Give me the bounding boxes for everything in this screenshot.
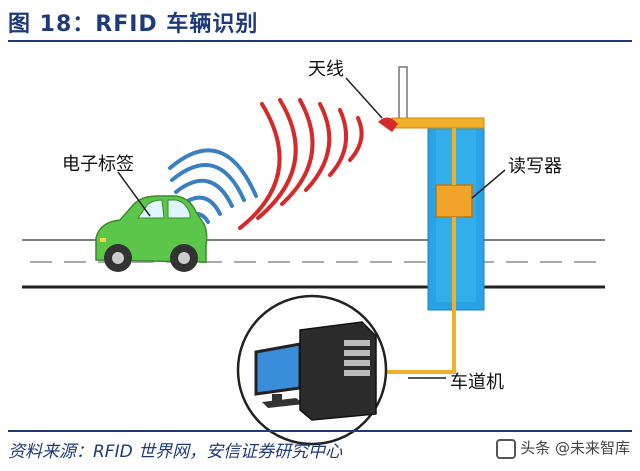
watermark: 头条 @未来智库 [496, 437, 630, 459]
computer [236, 294, 388, 446]
figure-title: 图 18：RFID 车辆识别 [8, 12, 259, 37]
antenna-emitter [378, 117, 398, 132]
antenna-waves [238, 98, 364, 230]
footer-divider [8, 430, 632, 432]
watermark-logo-icon [496, 438, 517, 459]
cable [378, 217, 456, 374]
source-note: 资料来源：RFID 世界网，安信证券研究中心 [8, 442, 343, 462]
watermark-text: 头条 @未来智库 [520, 439, 630, 457]
lane-machine-label: 车道机 [450, 372, 504, 393]
leader-lines [117, 77, 506, 379]
car [95, 195, 208, 272]
antenna-mast [391, 66, 485, 129]
antenna-label: 天线 [308, 59, 344, 80]
title-divider [8, 40, 632, 42]
reader-box [435, 184, 473, 218]
reader-label: 读写器 [508, 156, 562, 177]
tag-label: 电子标签 [62, 154, 134, 175]
